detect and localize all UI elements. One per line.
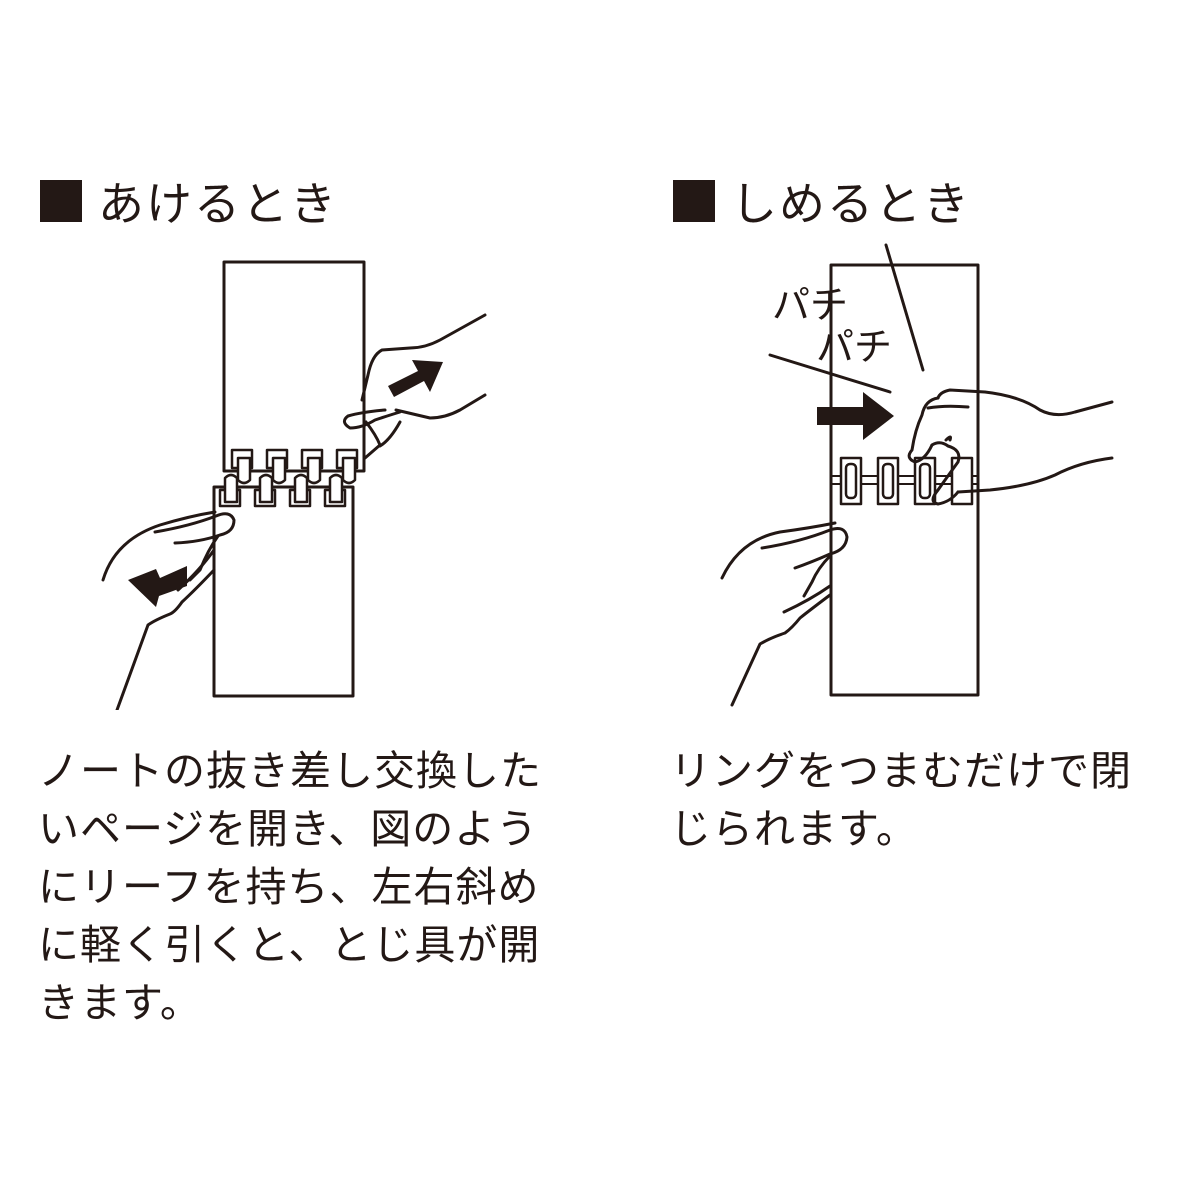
open-description-line: いページを開き、図のよう	[38, 805, 539, 853]
open-description-line: にリーフを持ち、左右斜め	[38, 863, 540, 911]
open-heading-text: あけるとき	[98, 177, 338, 231]
open-description: ノートの抜き差し交換した いページを開き、図のよう にリーフを持ち、左右斜め に…	[38, 742, 558, 1032]
close-description-line: リングをつまむだけで閉	[670, 747, 1132, 795]
lower-ring-tabs	[218, 473, 347, 508]
open-illustration	[100, 250, 500, 710]
pinching-hand	[907, 388, 1114, 506]
sound-effect-1: パチ	[772, 283, 848, 327]
close-illustration: パチ パチ	[700, 240, 1140, 710]
arrow-down-left-icon	[128, 566, 187, 607]
open-description-line: ノートの抜き差し交換した	[38, 747, 542, 795]
motion-lines	[768, 243, 925, 394]
sound-effect-2: パチ	[816, 325, 892, 369]
upper-leaf	[222, 260, 366, 473]
right-hand	[343, 313, 487, 460]
black-square-icon	[673, 180, 715, 222]
left-hand	[101, 510, 236, 710]
close-description: リングをつまむだけで閉 じられます。	[670, 742, 1190, 858]
arrow-right-icon	[817, 392, 894, 440]
open-heading: あけるとき	[40, 168, 338, 234]
holding-hand	[720, 521, 849, 707]
upper-ring-tabs	[230, 448, 359, 485]
black-square-icon	[40, 180, 82, 222]
open-description-line: に軽く引くと、とじ具が開	[38, 921, 541, 969]
close-description-line: じられます。	[670, 805, 918, 853]
close-heading-text: しめるとき	[731, 177, 971, 231]
close-heading: しめるとき	[673, 168, 971, 234]
arrow-up-right-icon	[388, 360, 443, 397]
open-description-line: きます。	[38, 979, 202, 1027]
